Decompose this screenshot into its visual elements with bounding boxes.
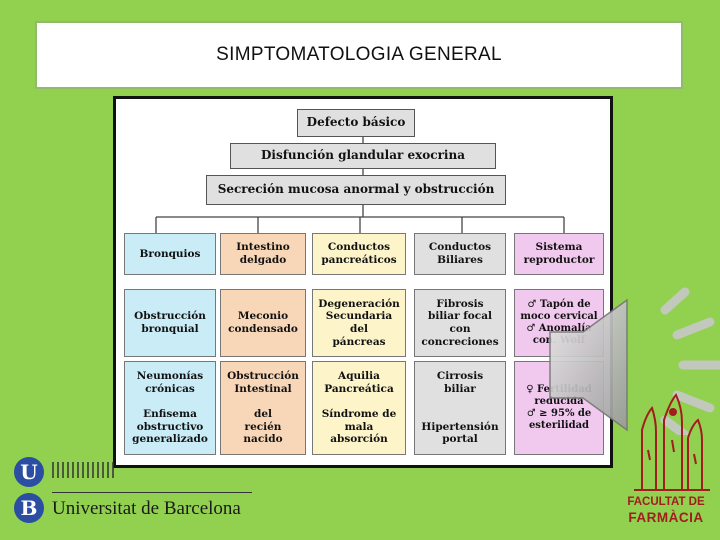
header-reproductor: Sistema reproductor	[514, 233, 604, 275]
university-name: Universitat de Barcelona	[52, 498, 241, 519]
faculty-emblem-icon	[634, 393, 710, 491]
slide-title: SIMPTOMATOLOGIA GENERAL	[216, 44, 502, 65]
header-bronquios: Bronquios	[124, 233, 216, 275]
divider	[52, 492, 252, 493]
cell-biliares-2: Fibrosis biliar focal con concreciones	[414, 289, 506, 357]
ub-badge-b: B	[14, 493, 44, 523]
cell-intestino-2: Meconio condensado	[220, 289, 306, 357]
faculty-name-line1: FACULTAT DE	[627, 496, 705, 508]
cell-intestino-3: Obstrucción Intestinal del recién nacido	[220, 361, 306, 455]
speaker-icon[interactable]	[545, 280, 720, 440]
connector-lines	[155, 137, 565, 233]
header-intestino: Intestino delgado	[220, 233, 306, 275]
cell-biliares-3: Cirrosis biliar Hipertensión portal	[414, 361, 506, 455]
cell-pancreaticos-2: Degeneración Secundaria del páncreas	[312, 289, 406, 357]
flow-diagram: Defecto básico Disfunción glandular exoc…	[113, 96, 613, 468]
ub-crest-icon	[52, 462, 114, 478]
faculty-name-line2: FARMÀCIA	[628, 510, 704, 525]
university-logo: U B Universitat de Barcelona	[12, 455, 252, 535]
header-pancreaticos: Conductos pancreáticos	[312, 233, 406, 275]
title-box: SIMPTOMATOLOGIA GENERAL	[35, 21, 683, 89]
defect-box: Defecto básico	[297, 109, 415, 137]
secretion-box: Secreción mucosa anormal y obstrucción	[206, 175, 506, 205]
header-biliares: Conductos Biliares	[414, 233, 506, 275]
cell-bronquios-2: Obstrucción bronquial	[124, 289, 216, 357]
cell-pancreaticos-3: Aquilia Pancreática Síndrome de mala abs…	[312, 361, 406, 455]
faculty-logo: FACULTAT DE FARMÀCIA	[612, 390, 720, 540]
cell-bronquios-3: Neumonías crónicas Enfisema obstructivo …	[124, 361, 216, 455]
ub-badge-u: U	[14, 457, 44, 487]
dysfunction-box: Disfunción glandular exocrina	[230, 143, 496, 169]
